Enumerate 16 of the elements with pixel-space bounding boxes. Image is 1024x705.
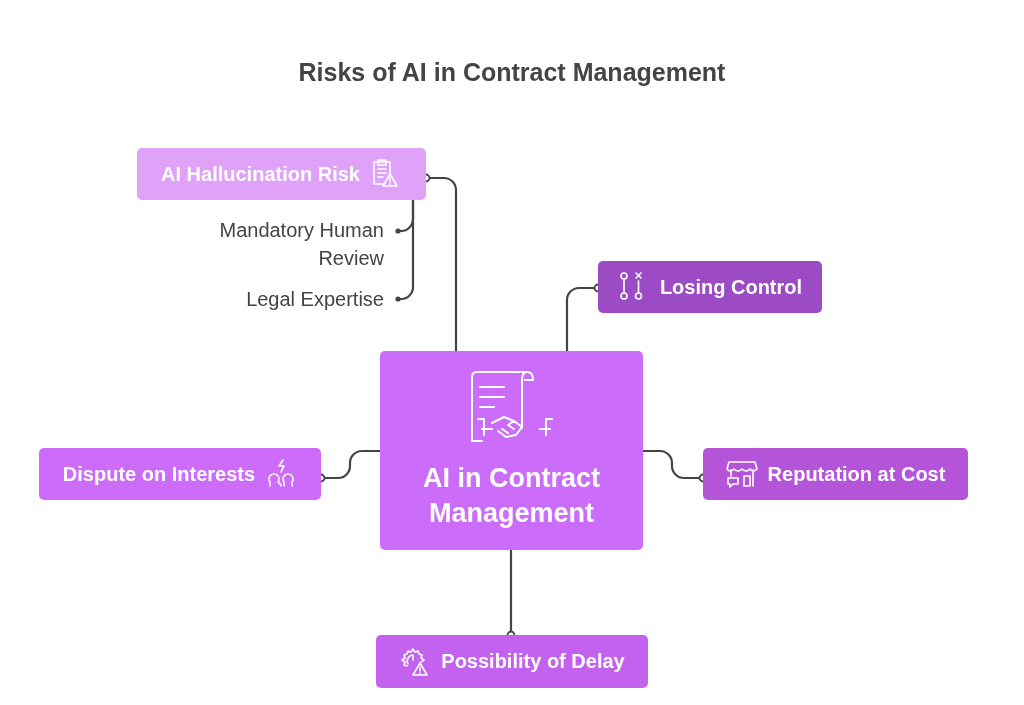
risk-label: Dispute on Interests	[62, 462, 256, 486]
risk-box	[137, 148, 426, 200]
risk-label: Reputation at Cost	[767, 462, 946, 486]
risk-label: Possibility of Delay	[441, 650, 625, 673]
note-text: Mandatory Human Review	[180, 216, 398, 274]
leader-line	[395, 200, 415, 302]
risk-box	[703, 448, 968, 500]
topic-box	[380, 351, 643, 550]
risk-box	[376, 635, 648, 688]
risk-label: AI Hallucination Risk	[161, 162, 360, 186]
risk-label: Losing Control	[659, 275, 803, 299]
note-text: Legal Expertise	[210, 285, 398, 315]
risk-box	[39, 448, 321, 500]
diagram-title: Risks of AI in Contract Management	[297, 58, 727, 87]
topic-label: AI in Contract Management	[422, 462, 601, 530]
risk-box	[598, 261, 822, 313]
